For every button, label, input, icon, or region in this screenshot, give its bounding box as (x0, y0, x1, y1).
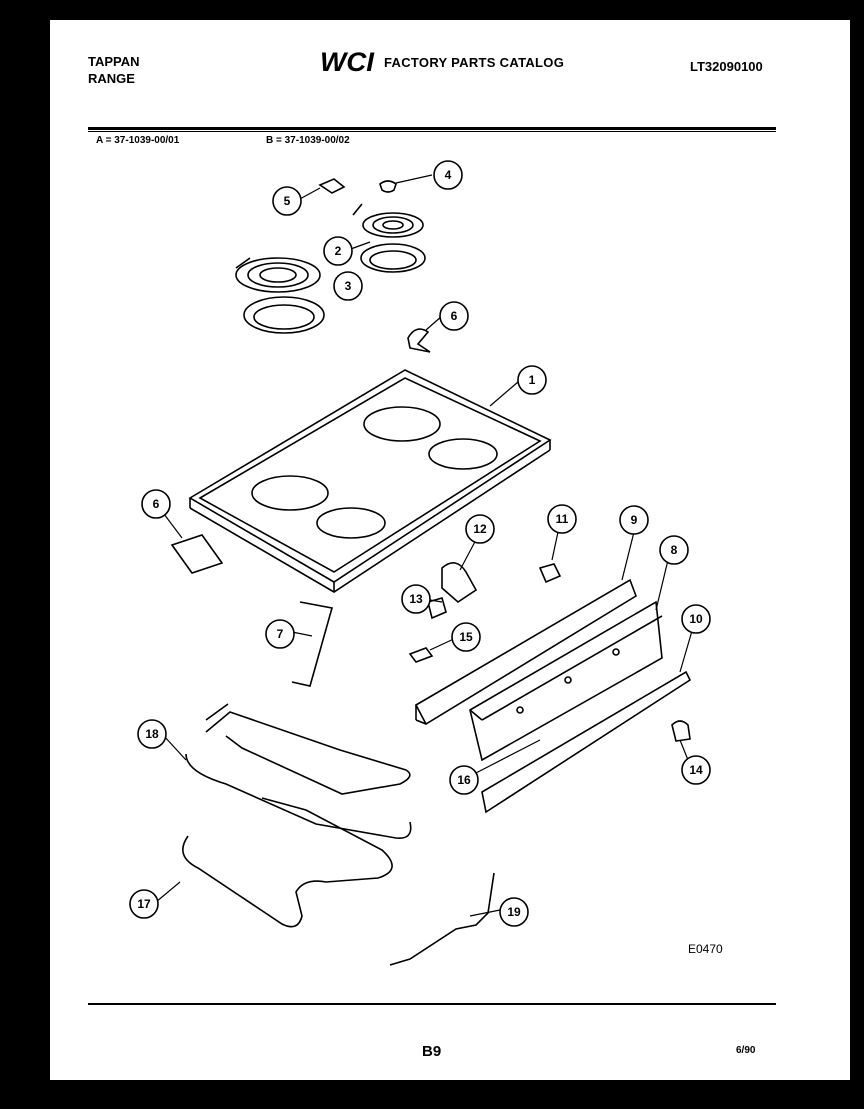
svg-text:4: 4 (445, 168, 452, 182)
wire-19-part (389, 872, 495, 966)
document-number: LT32090100 (690, 59, 763, 74)
svg-text:3: 3 (345, 279, 352, 293)
connector-14-part (671, 720, 691, 742)
svg-text:17: 17 (137, 897, 151, 911)
bake-element-17-part (182, 797, 393, 928)
callout-19: 19 (499, 897, 529, 927)
model-a: A = 37-1039-00/01 (96, 135, 180, 146)
header-rule-thin (88, 131, 776, 132)
rod-part (291, 601, 334, 687)
brand-name: TAPPAN (88, 54, 140, 69)
svg-text:14: 14 (689, 763, 703, 777)
svg-text:11: 11 (556, 512, 569, 526)
model-b: B = 37-1039-00/02 (266, 135, 350, 146)
callout-6-top: 6 (439, 301, 469, 331)
svg-text:9: 9 (631, 513, 638, 527)
callout-9: 9 (619, 505, 649, 535)
svg-text:5: 5 (284, 194, 291, 208)
surface-element-part (235, 203, 424, 293)
bracket-6-top-part (407, 328, 431, 353)
switch-12-part (441, 562, 478, 604)
svg-text:10: 10 (689, 612, 703, 626)
catalog-title: FACTORY PARTS CATALOG (384, 55, 565, 70)
switch-15-part (408, 647, 434, 663)
svg-text:8: 8 (671, 543, 678, 557)
drip-pan-part (243, 243, 426, 334)
clip-part (318, 178, 346, 194)
logo-text: WCI (320, 47, 375, 76)
switch-11-part (538, 563, 562, 584)
callout-3: 3 (333, 271, 363, 301)
header-rule (88, 127, 776, 130)
svg-text:7: 7 (277, 627, 284, 641)
broil-element-18-part (185, 703, 412, 839)
callout-11: 11 (547, 504, 577, 534)
svg-text:19: 19 (507, 905, 521, 919)
svg-text:18: 18 (145, 727, 159, 741)
callout-15: 15 (451, 622, 481, 652)
callout-1: 1 (517, 365, 547, 395)
control-panel-8-part (469, 600, 663, 762)
callout-4: 4 (433, 160, 463, 190)
callout-16: 16 (449, 765, 479, 795)
callout-17: 17 (129, 889, 159, 919)
callout-8: 8 (659, 535, 689, 565)
svg-text:13: 13 (409, 592, 423, 606)
callout-6-bottom: 6 (141, 489, 171, 519)
catalog-page: TAPPAN RANGE WCI FACTORY PARTS CATALOG L… (50, 20, 850, 1080)
svg-text:6: 6 (153, 497, 160, 511)
callout-5: 5 (272, 186, 302, 216)
bracket-9-part (414, 578, 637, 726)
svg-text:16: 16 (457, 773, 471, 787)
exploded-parts-diagram: 4 5 2 3 6 1 6 12 11 9 8 13 15 7 10 18 14… (129, 160, 711, 966)
wci-logo: WCI (320, 47, 375, 76)
leader-lines (155, 174, 695, 917)
product-type: RANGE (88, 71, 135, 86)
callout-14: 14 (681, 755, 711, 785)
svg-text:6: 6 (451, 309, 458, 323)
cooktop-part (188, 369, 552, 593)
svg-text:12: 12 (473, 522, 487, 536)
bracket-6-bottom-part (170, 534, 224, 574)
svg-text:15: 15 (459, 630, 473, 644)
callout-12: 12 (465, 514, 495, 544)
catalog-date: 6/90 (736, 1045, 756, 1056)
page-number: B9 (422, 1043, 442, 1060)
diagram-code: E0470 (688, 942, 723, 956)
svg-text:1: 1 (529, 373, 536, 387)
callout-13: 13 (401, 584, 431, 614)
footer-rule (88, 1003, 776, 1005)
callout-2: 2 (323, 236, 353, 266)
knob-part (379, 180, 397, 193)
brand-block: TAPPAN RANGE (88, 53, 140, 87)
callout-18: 18 (137, 719, 167, 749)
callout-7: 7 (265, 619, 295, 649)
callout-10: 10 (681, 604, 711, 634)
switch-13-part (427, 597, 447, 620)
svg-text:2: 2 (335, 244, 342, 258)
trim-10-part (481, 670, 692, 814)
